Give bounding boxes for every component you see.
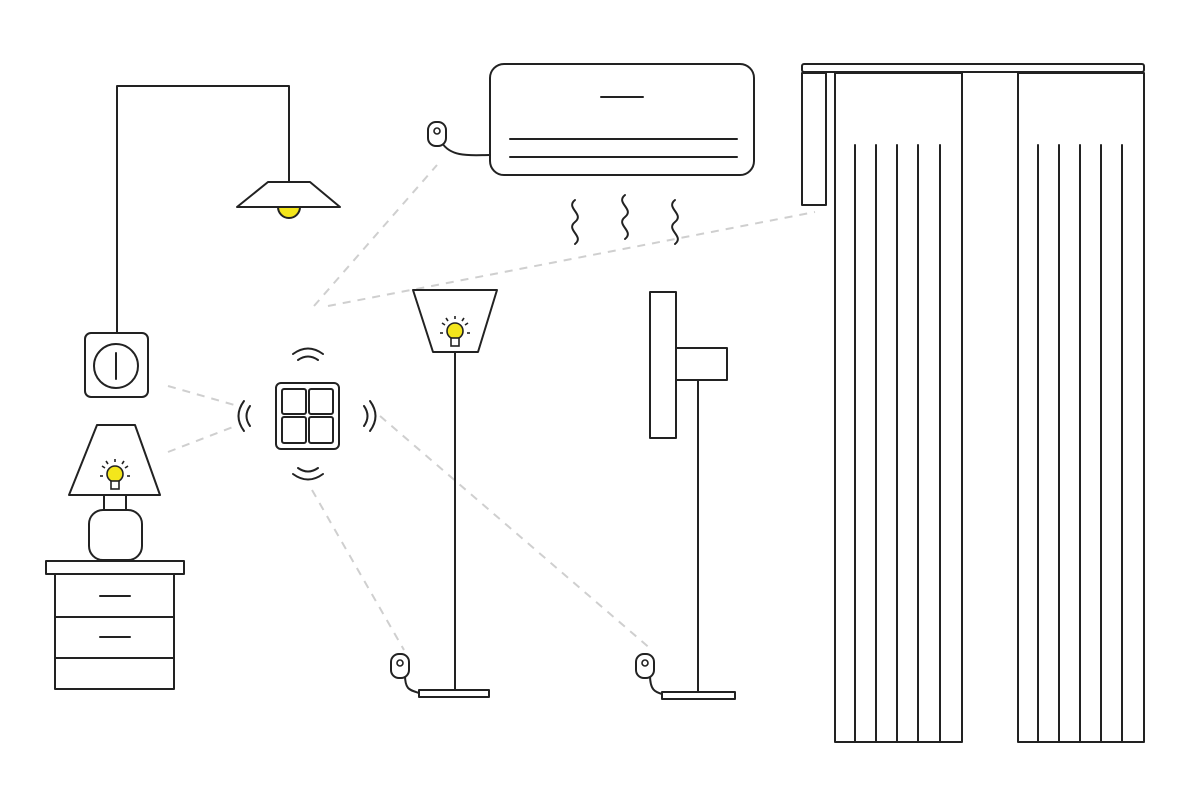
floor-lamp-icon bbox=[404, 289, 498, 698]
nightstand-icon bbox=[45, 560, 185, 690]
signal-waves-icon bbox=[237, 347, 377, 481]
pendant-lamp-icon bbox=[116, 85, 341, 335]
connection-table-lamp bbox=[167, 424, 239, 453]
bulb-icon bbox=[440, 316, 470, 347]
connection-ac bbox=[313, 164, 438, 307]
connection-curtain bbox=[327, 211, 816, 307]
connection-lines bbox=[167, 164, 816, 651]
smart-plug-icon bbox=[635, 653, 655, 679]
air-conditioner-icon bbox=[441, 63, 755, 245]
connection-floor-lamp bbox=[311, 489, 405, 651]
connection-wall-switch bbox=[167, 385, 239, 407]
wall-switch-icon bbox=[84, 332, 149, 398]
smart-switch-icon bbox=[237, 347, 377, 481]
table-lamp-icon bbox=[68, 424, 161, 561]
connection-fan bbox=[379, 415, 653, 651]
fan-icon bbox=[649, 291, 736, 700]
smart-plug-icon bbox=[390, 653, 410, 679]
curtain-icon bbox=[801, 63, 1145, 743]
smart-plug-icon bbox=[427, 121, 447, 147]
bulb-icon bbox=[100, 459, 130, 490]
